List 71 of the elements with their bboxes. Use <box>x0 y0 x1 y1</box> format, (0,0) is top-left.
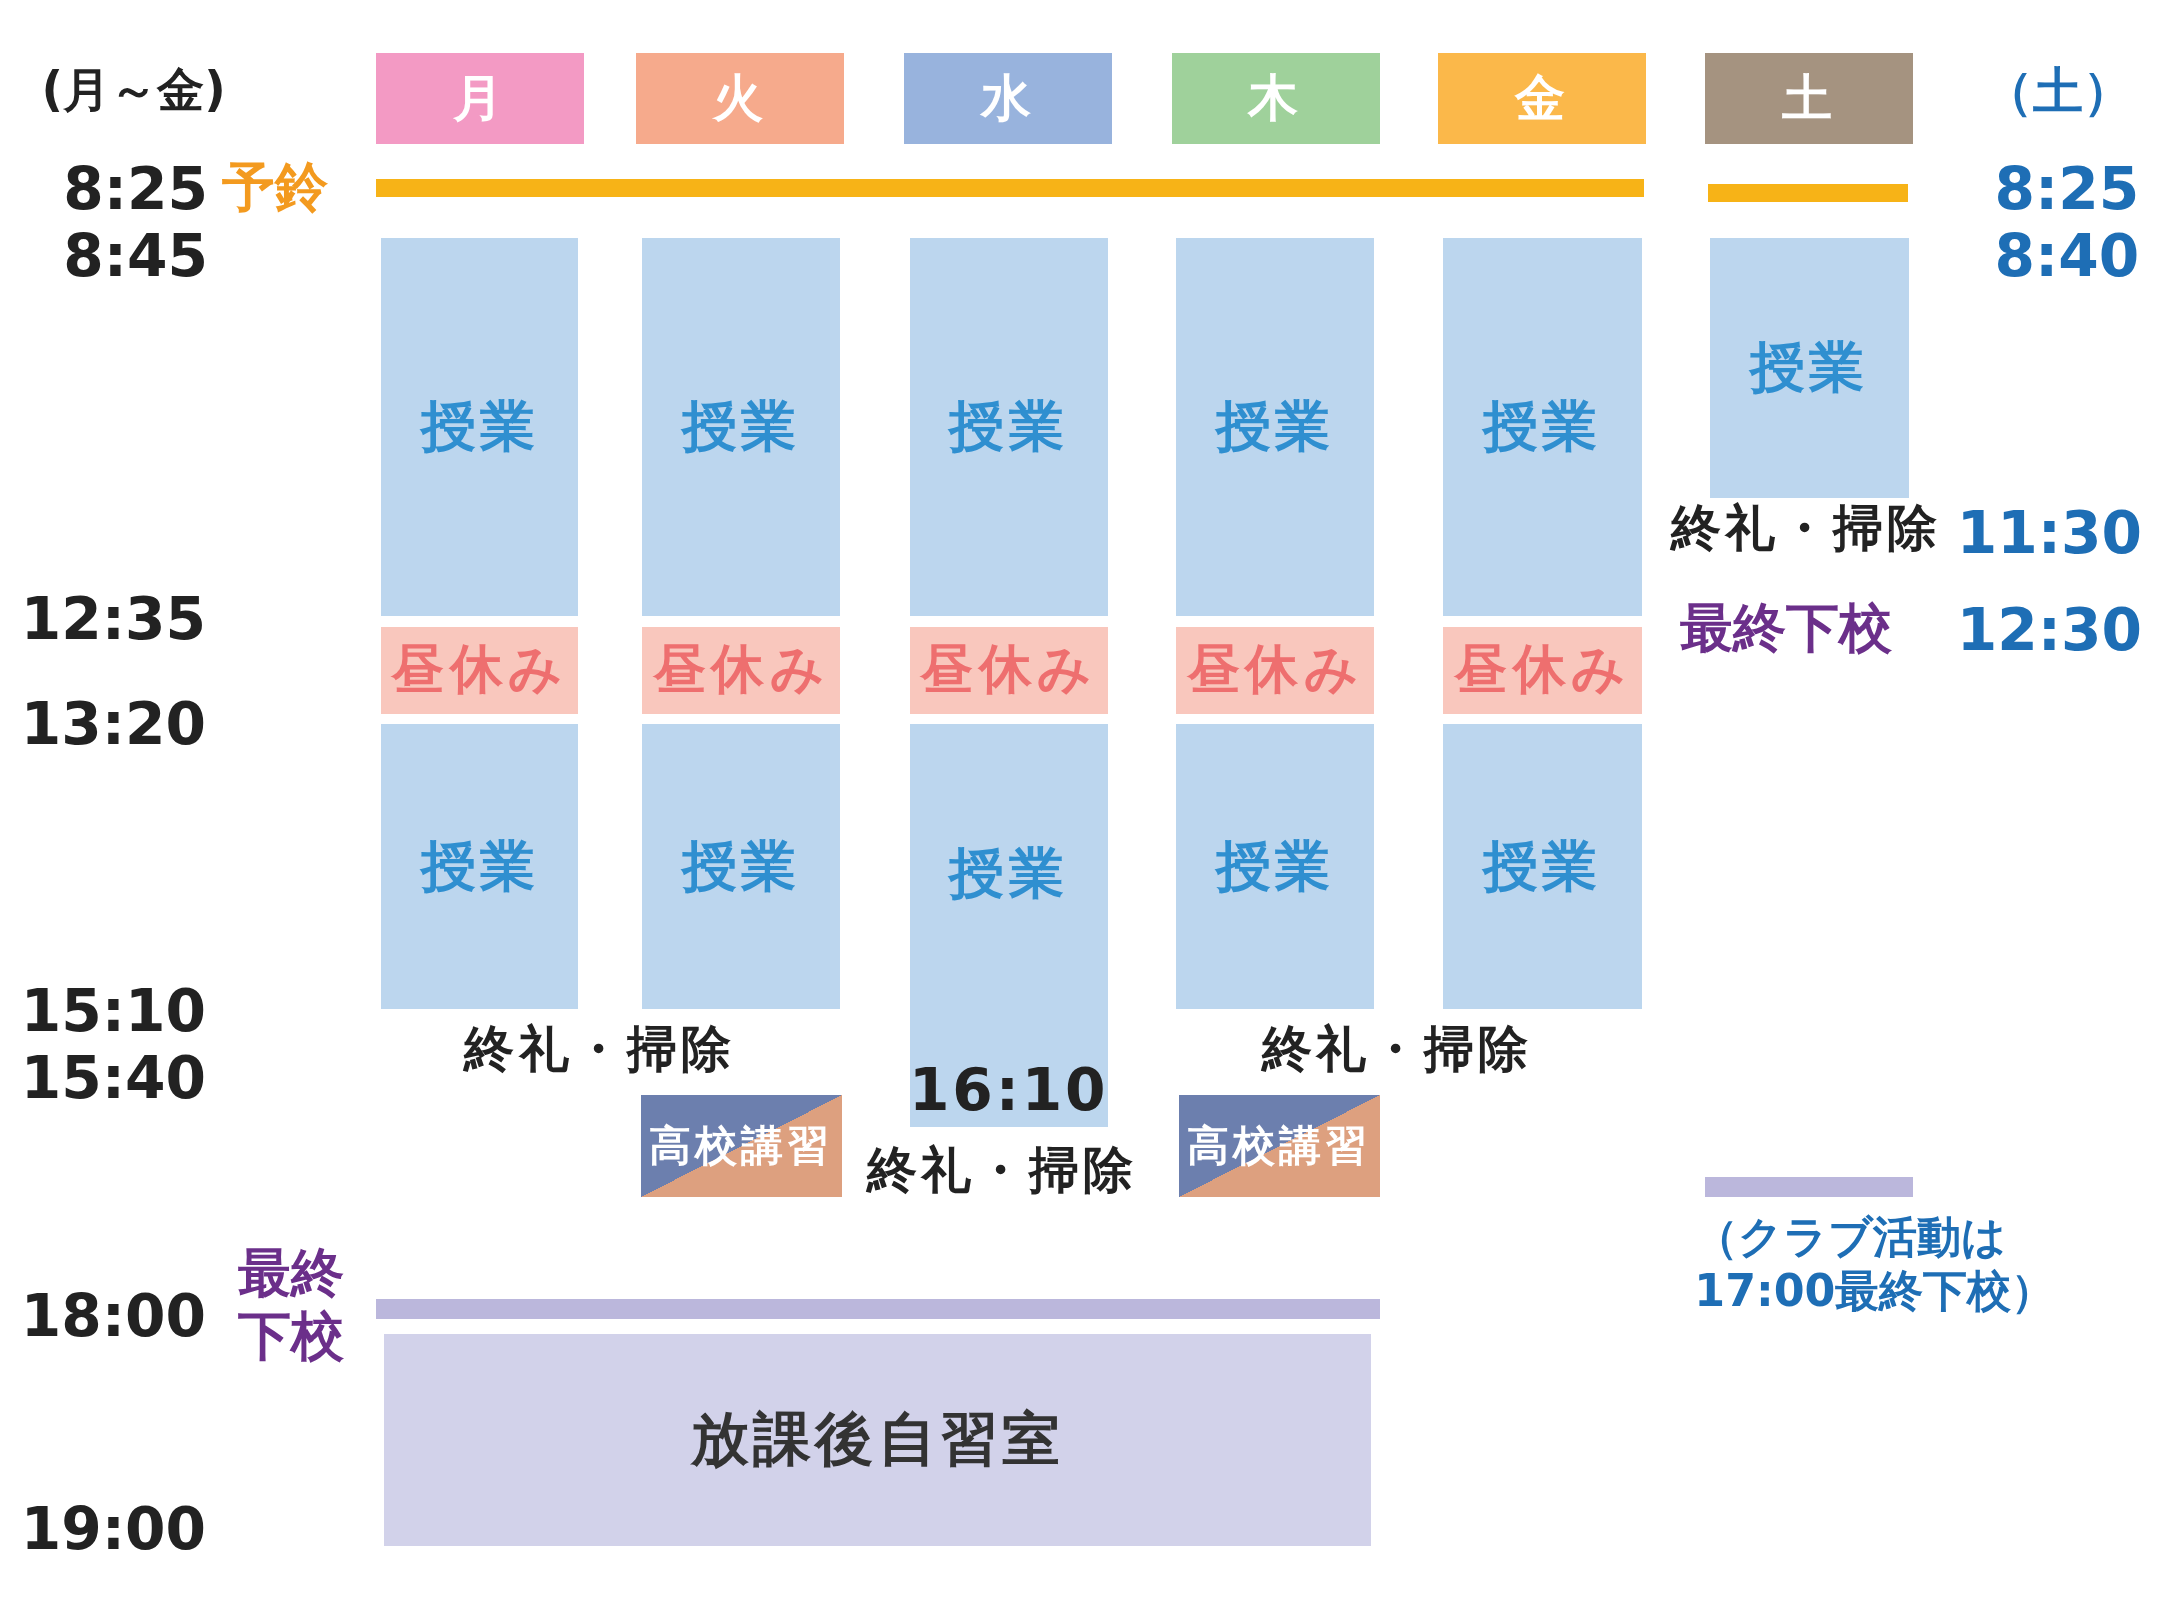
activity-label: 終礼・掃除 <box>1670 499 1943 559</box>
time-label: 13:20 <box>20 690 208 761</box>
block-label: 授業 <box>1483 393 1602 460</box>
note-text: （クラブ活動は17:00最終下校） <box>1694 1210 2057 1317</box>
block-label: 授業 <box>949 393 1068 460</box>
block-label: 授業 <box>1215 393 1335 460</box>
time-label: 18:00 <box>20 1282 208 1353</box>
bell-bar <box>1708 184 1908 203</box>
lecture-block <box>640 1095 842 1197</box>
range-label: （土） <box>1982 62 2134 123</box>
lunch-block <box>641 626 841 715</box>
dismissal-label: 最終下校 <box>238 1240 346 1368</box>
block-label: 昼休み <box>391 637 569 702</box>
lunch-block <box>381 626 579 715</box>
block-label: 高校講習 <box>1186 1119 1372 1172</box>
block-label: 放課後自習室 <box>691 1403 1065 1475</box>
block-label: 昼休み <box>652 637 830 702</box>
lunch-block <box>1175 626 1374 715</box>
lunch-block <box>909 626 1108 715</box>
block-label: 授業 <box>420 393 539 460</box>
day-header <box>1705 52 1914 145</box>
bell-bar <box>375 178 1645 197</box>
day-label: 木 <box>1248 67 1303 129</box>
day-header <box>1437 52 1646 145</box>
dismissal-bar <box>1705 1177 1914 1197</box>
day-header <box>904 52 1112 145</box>
activity-label: 終礼・掃除 <box>464 1020 737 1081</box>
block-label: 授業 <box>420 832 539 900</box>
block-label: 昼休み <box>920 637 1097 702</box>
class-block <box>1175 238 1374 616</box>
dismissal-bar <box>375 1299 1380 1319</box>
class-block <box>1443 238 1642 616</box>
class-block <box>909 238 1108 616</box>
time-label: 16:10 <box>909 1056 1109 1125</box>
class-block <box>381 238 579 616</box>
class-block <box>641 723 841 1010</box>
day-label: 月 <box>452 67 507 129</box>
block-label: 授業 <box>681 393 801 460</box>
class-block <box>1443 723 1642 1010</box>
class-block <box>909 723 1108 1128</box>
activity-label: 終礼・掃除 <box>866 1141 1139 1201</box>
block-label: 授業 <box>1215 832 1335 900</box>
time-label: 11:30 <box>1955 499 2143 569</box>
time-label: 19:00 <box>20 1494 208 1565</box>
dismissal-label: 最終下校 <box>1680 596 1894 660</box>
activity-label: 終礼・掃除 <box>1261 1020 1534 1081</box>
block-label: 授業 <box>949 840 1068 908</box>
day-header <box>1171 52 1380 145</box>
class-block <box>641 238 841 616</box>
day-header <box>636 52 845 145</box>
block-label: 授業 <box>1483 832 1602 900</box>
class-block <box>381 723 579 1010</box>
block-label: 昼休み <box>1186 637 1364 702</box>
lecture-block <box>1178 1095 1380 1197</box>
day-label: 金 <box>1514 67 1569 129</box>
time-label: 12:30 <box>1955 596 2143 667</box>
block-label: 授業 <box>681 832 801 900</box>
day-header <box>375 52 584 145</box>
day-label: 火 <box>713 67 768 129</box>
day-label: 水 <box>980 67 1036 129</box>
block-label: 高校講習 <box>648 1119 834 1172</box>
range-label: (月～金) <box>41 62 222 119</box>
bell-label: 予鈴 <box>221 155 329 219</box>
study-room-block <box>384 1333 1372 1546</box>
block-label: 昼休み <box>1454 637 1631 702</box>
time-label: 12:35 <box>20 585 208 655</box>
class-block <box>1709 238 1910 498</box>
lunch-block <box>1443 626 1642 715</box>
day-label: 土 <box>1782 67 1837 129</box>
class-block <box>1175 723 1374 1010</box>
block-label: 授業 <box>1750 334 1869 402</box>
